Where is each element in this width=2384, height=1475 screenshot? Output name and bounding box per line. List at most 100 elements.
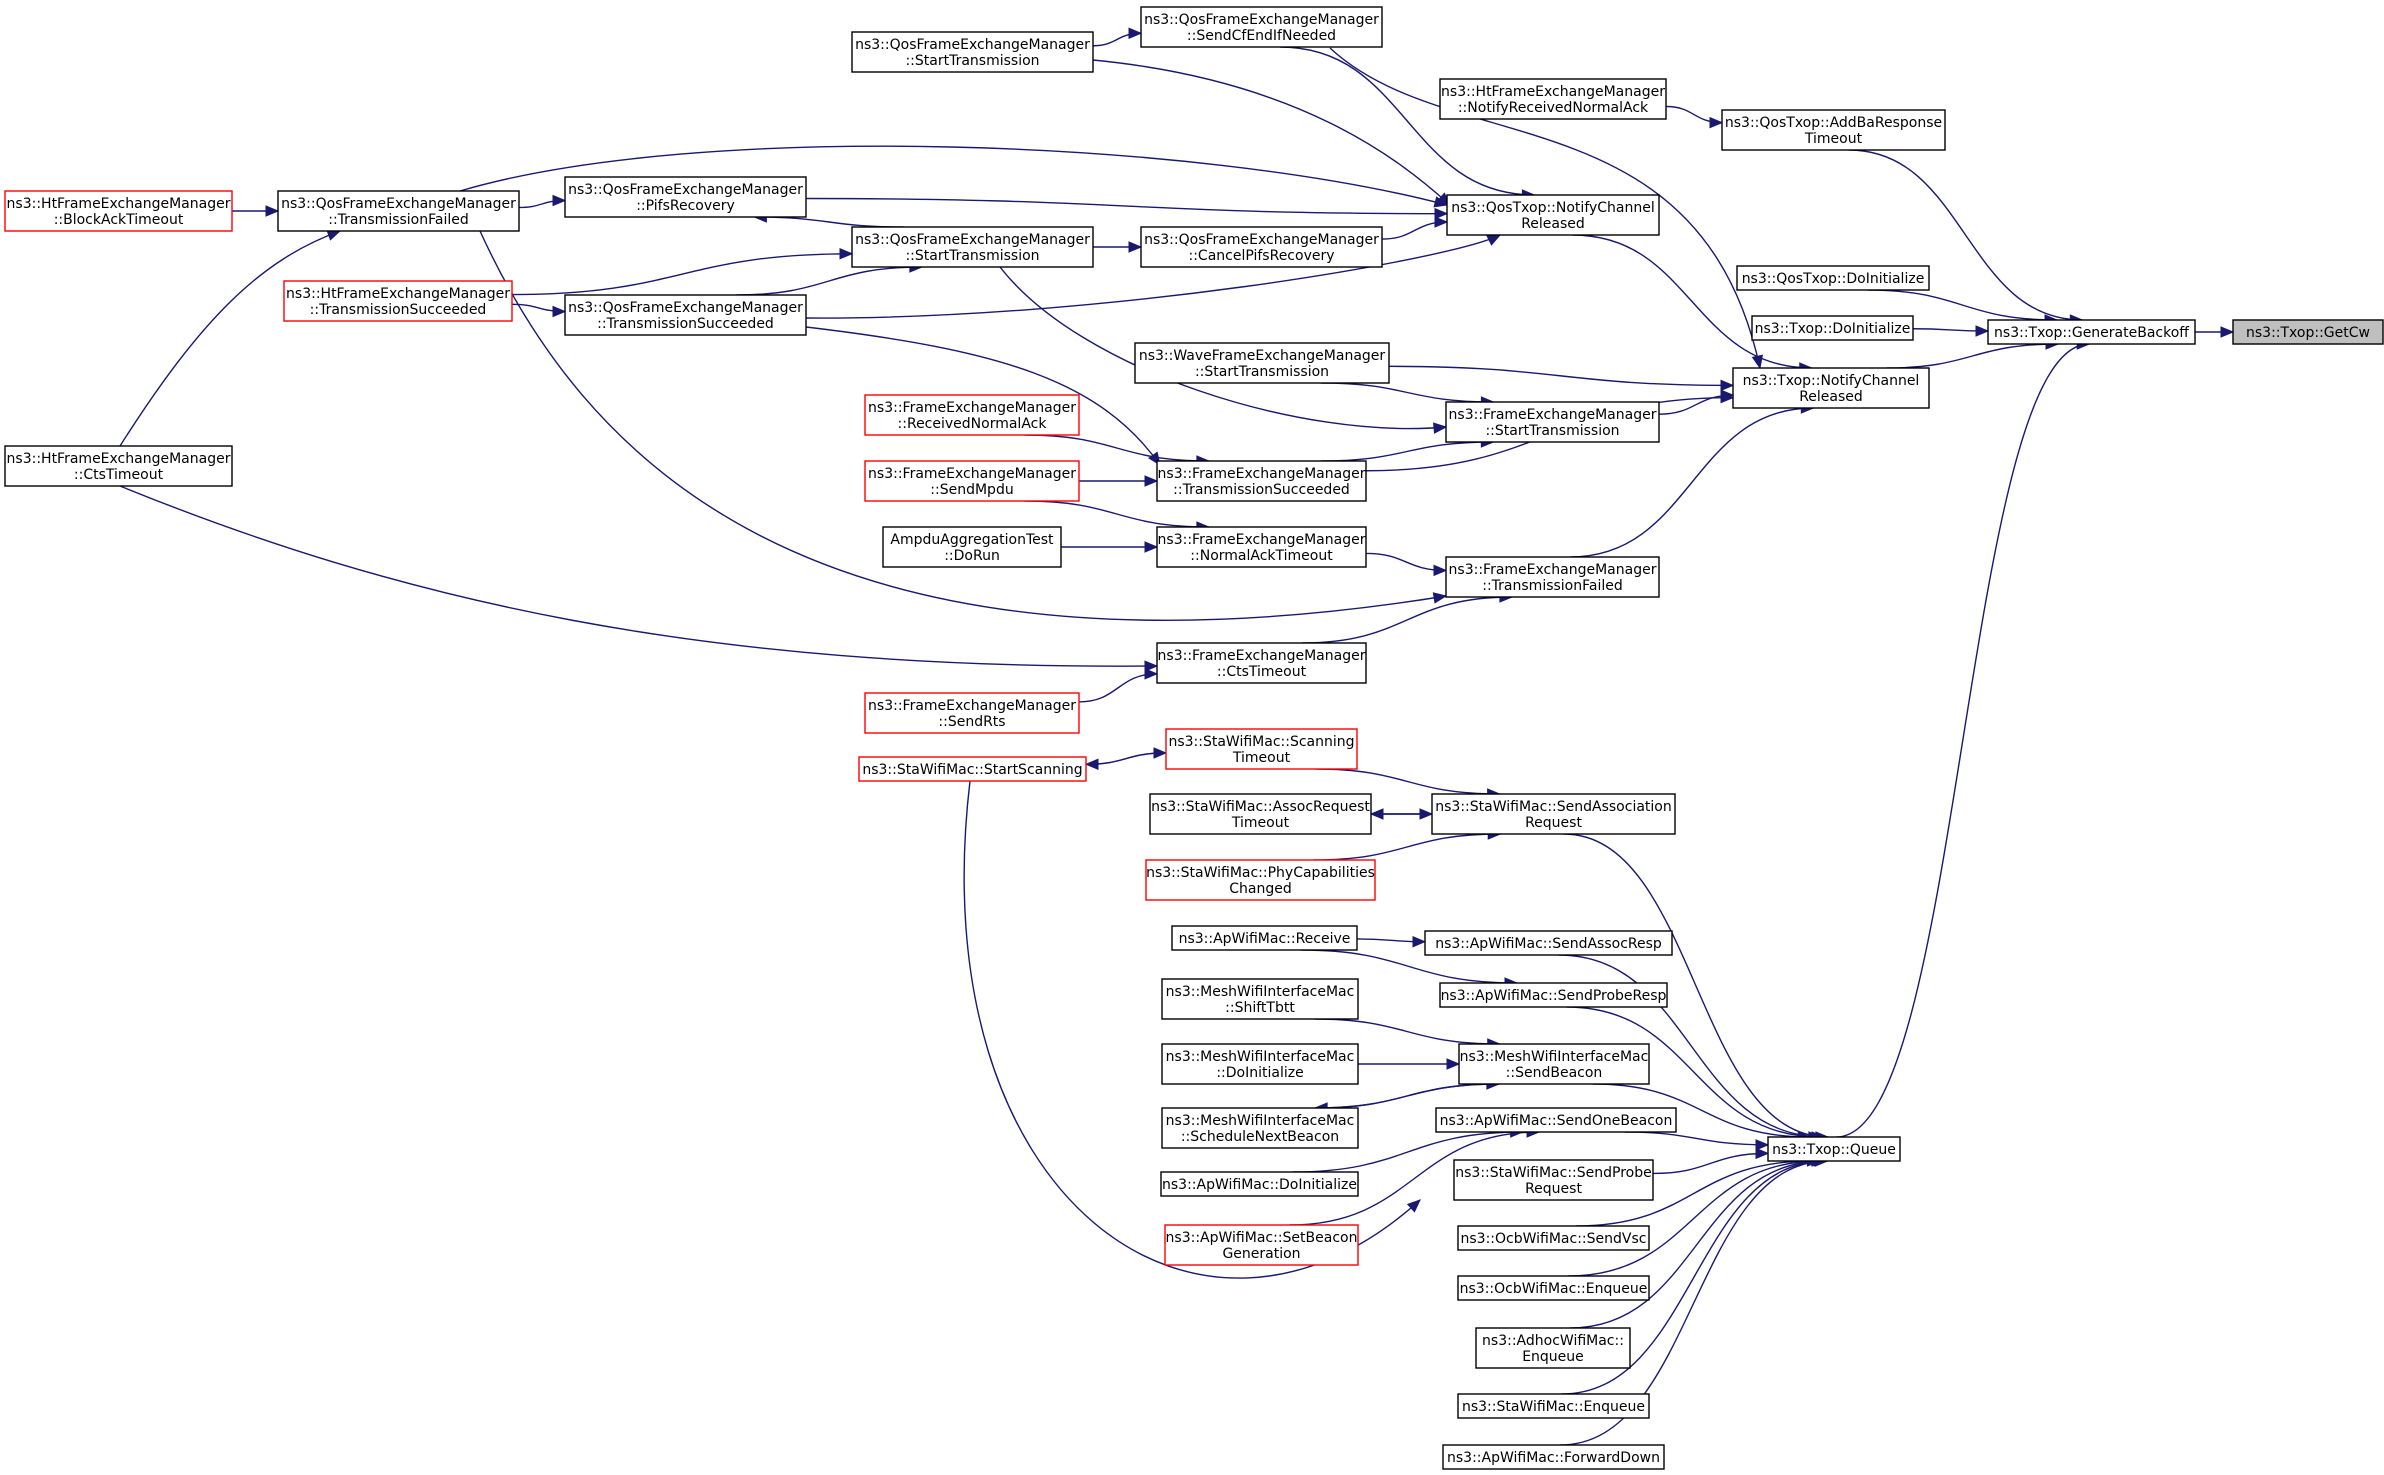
arrow-head-icon: [1755, 1147, 1770, 1160]
function-node-fets[interactable]: ns3::FrameExchangeManager::TransmissionS…: [1156, 460, 1367, 502]
function-node-qosdoinit[interactable]: ns3::QosTxop::DoInitialize: [1736, 265, 1930, 291]
call-edge: [999, 266, 1447, 430]
call-edge: [1593, 1083, 1811, 1138]
node-label: ::SendRts: [938, 714, 1005, 730]
node-box: [1453, 1159, 1654, 1201]
node-label: ::TransmissionFailed: [328, 212, 469, 228]
function-node-qfts[interactable]: ns3::QosFrameExchangeManager::Transmissi…: [564, 294, 807, 336]
node-label: Enqueue: [1522, 1349, 1584, 1365]
function-node-adhocenq[interactable]: ns3::AdhocWifiMac::Enqueue: [1475, 1327, 1631, 1369]
function-node-ocbenq[interactable]: ns3::OcbWifiMac::Enqueue: [1457, 1275, 1650, 1301]
node-box: [277, 190, 520, 232]
function-node-htts[interactable]: ns3::HtFrameExchangeManager::Transmissio…: [283, 280, 513, 322]
function-node-txopdoinit[interactable]: ns3::Txop::DoInitialize: [1751, 315, 1914, 341]
function-node-htcts[interactable]: ns3::HtFrameExchangeManager::CtsTimeout: [4, 445, 233, 487]
call-edge: [1572, 234, 1812, 369]
function-node-ampdu[interactable]: AmpduAggregationTest::DoRun: [882, 526, 1062, 568]
call-edge: [1563, 833, 1828, 1138]
arrow-head-icon: [1369, 808, 1384, 820]
node-box: [1171, 925, 1358, 951]
node-box: [1767, 1136, 1901, 1162]
arrow-head-icon: [1709, 116, 1724, 129]
node-label: ns3::StaWifiMac::AssocRequest: [1151, 799, 1370, 815]
function-node-fenat[interactable]: ns3::FrameExchangeManager::NormalAckTime…: [1156, 526, 1367, 568]
function-node-meshsendbeacon[interactable]: ns3::MeshWifiInterfaceMac::SendBeacon: [1458, 1043, 1650, 1085]
function-node-apsendone[interactable]: ns3::ApWifiMac::SendOneBeacon: [1435, 1107, 1677, 1133]
node-label: Generation: [1222, 1246, 1300, 1262]
node-label: ns3::ApWifiMac::ForwardDown: [1447, 1450, 1660, 1466]
node-box: [1751, 315, 1914, 341]
node-box: [1424, 930, 1673, 956]
function-node-genbackoff[interactable]: ns3::Txop::GenerateBackoff: [1987, 319, 2196, 345]
function-node-fects[interactable]: ns3::FrameExchangeManager::CtsTimeout: [1156, 642, 1367, 684]
node-box: [1457, 1275, 1650, 1301]
function-node-qfcancel[interactable]: ns3::QosFrameExchangeManager::CancelPifs…: [1140, 226, 1383, 268]
node-label: ns3::FrameExchangeManager: [868, 698, 1076, 714]
function-node-fesendmpdu[interactable]: ns3::FrameExchangeManager::SendMpdu: [864, 460, 1080, 502]
node-label: ns3::Txop::GetCw: [2246, 325, 2370, 341]
node-label: ns3::StaWifiMac::Enqueue: [1462, 1399, 1645, 1415]
function-node-meshshift[interactable]: ns3::MeshWifiInterfaceMac::ShiftTbtt: [1161, 978, 1359, 1020]
function-node-ocbsendvsc[interactable]: ns3::OcbWifiMac::SendVsc: [1457, 1225, 1650, 1251]
node-label: ::ShiftTbtt: [1225, 1000, 1295, 1016]
call-edge: [1092, 59, 1451, 206]
node-label: ns3::FrameExchangeManager: [868, 400, 1076, 416]
node-label: ::PifsRecovery: [636, 198, 735, 214]
function-node-fetf[interactable]: ns3::FrameExchangeManager::TransmissionF…: [1445, 556, 1660, 598]
function-node-stastartscan[interactable]: ns3::StaWifiMac::StartScanning: [858, 756, 1087, 782]
function-node-fesendrts[interactable]: ns3::FrameExchangeManager::SendRts: [864, 692, 1080, 734]
function-node-qftf[interactable]: ns3::QosFrameExchangeManager::Transmissi…: [277, 190, 520, 232]
node-label: ns3::HtFrameExchangeManager: [1441, 84, 1665, 100]
arrow-head-icon: [1432, 592, 1448, 604]
arrow-head-icon: [839, 248, 854, 260]
function-node-qfst2[interactable]: ns3::QosFrameExchangeManager::StartTrans…: [851, 226, 1094, 268]
node-box: [1156, 526, 1367, 568]
arrow-head-icon: [1755, 1139, 1770, 1151]
function-node-apsendassoc[interactable]: ns3::ApWifiMac::SendAssocResp: [1424, 930, 1673, 956]
function-node-aprecv[interactable]: ns3::ApWifiMac::Receive: [1171, 925, 1358, 951]
node-label: ::CtsTimeout: [1217, 664, 1307, 680]
function-node-apfwd[interactable]: ns3::ApWifiMac::ForwardDown: [1442, 1444, 1665, 1470]
function-node-qfst1[interactable]: ns3::QosFrameExchangeManager::StartTrans…: [851, 31, 1094, 73]
node-label: ns3::QosFrameExchangeManager: [568, 182, 803, 198]
node-label: ns3::QosFrameExchangeManager: [1144, 12, 1379, 28]
function-node-meshsched[interactable]: ns3::MeshWifiInterfaceMac::ScheduleNextB…: [1161, 1107, 1359, 1149]
function-node-qfsendcf[interactable]: ns3::QosFrameExchangeManager::SendCfEndI…: [1140, 6, 1383, 48]
node-box: [851, 31, 1094, 73]
function-node-wavest[interactable]: ns3::WaveFrameExchangeManager::StartTran…: [1134, 342, 1390, 384]
function-node-meshdoinit[interactable]: ns3::MeshWifiInterfaceMac::DoInitialize: [1161, 1043, 1359, 1085]
call-edge: [1315, 1083, 1499, 1109]
call-edge: [1289, 1131, 1540, 1226]
node-label: ns3::ApWifiMac::Receive: [1179, 931, 1351, 947]
node-box: [4, 190, 233, 232]
node-box: [1164, 1224, 1359, 1266]
call-edge: [1561, 1160, 1827, 1395]
node-label: ns3::FrameExchangeManager: [1449, 562, 1657, 578]
function-node-apdoinit[interactable]: ns3::ApWifiMac::DoInitialize: [1160, 1171, 1359, 1197]
function-node-fest[interactable]: ns3::FrameExchangeManager::StartTransmis…: [1445, 401, 1660, 443]
arrow-head-icon: [1434, 207, 1449, 220]
function-node-htbat[interactable]: ns3::HtFrameExchangeManager::BlockAckTim…: [4, 190, 233, 232]
function-node-ferna[interactable]: ns3::FrameExchangeManager::ReceivedNorma…: [864, 394, 1080, 436]
function-node-qfpifs[interactable]: ns3::QosFrameExchangeManager::PifsRecove…: [564, 176, 807, 218]
call-edge: [754, 216, 904, 228]
call-edge: [1886, 343, 2059, 369]
node-label: ns3::QosTxop::AddBaResponse: [1725, 115, 1942, 131]
function-node-queue[interactable]: ns3::Txop::Queue: [1767, 1136, 1901, 1162]
arrow-head-icon: [1751, 354, 1763, 370]
function-node-apsendprobe[interactable]: ns3::ApWifiMac::SendProbeResp: [1439, 982, 1668, 1008]
node-label: ns3::QosFrameExchangeManager: [855, 232, 1090, 248]
function-node-htnrna[interactable]: ns3::HtFrameExchangeManager::NotifyRecei…: [1439, 78, 1667, 120]
node-label: ns3::StaWifiMac::PhyCapabilities: [1146, 865, 1375, 881]
function-node-staenq[interactable]: ns3::StaWifiMac::Enqueue: [1457, 1393, 1650, 1419]
function-node-getcw[interactable]: ns3::Txop::GetCw: [2232, 319, 2384, 345]
